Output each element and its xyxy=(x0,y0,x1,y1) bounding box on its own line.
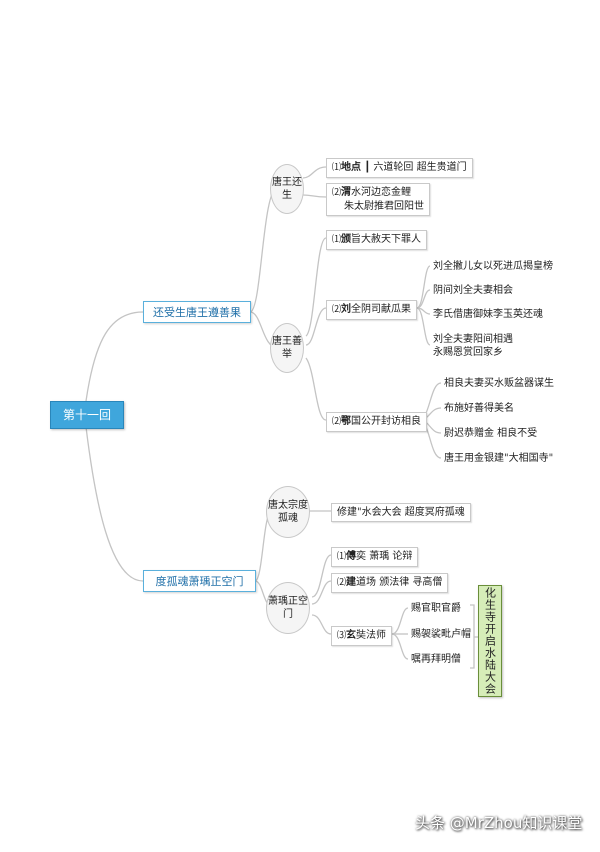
leaf-text: 相良夫妻买水贩盆器谋生 xyxy=(444,378,554,389)
group-label: 萧瑀正空门 xyxy=(268,596,308,620)
group-node-xiaoyu-zhengkongmen[interactable]: 萧瑀正空门 xyxy=(266,582,310,634)
leaf-item[interactable]: 尉迟恭赠金 相良不受 xyxy=(442,426,540,441)
item-jiandaochang[interactable]: ⑵建道场 颁法律 寻高僧 xyxy=(331,573,449,593)
leaf-text: 赐袈裟毗卢帽 xyxy=(411,629,471,640)
leaf-text: 李氏借唐御妹李玉英还魂 xyxy=(433,309,543,320)
item-head: 颁 xyxy=(341,234,352,245)
item-text: 水河边恋金鲤 xyxy=(351,187,412,198)
leaf-item[interactable]: 布施好善得美名 xyxy=(442,401,516,416)
leaf-item[interactable]: 刘全夫妻阳间相遇 永赐恩赏回家乡 xyxy=(431,332,515,360)
leaf-text: 刘全撇儿女以死进瓜揭皇榜 xyxy=(433,261,553,272)
item-text: ┃ 六道轮回 超生贵道门 xyxy=(364,162,467,173)
item-fuyi[interactable]: ⑴傅奕 萧瑀 论辩 xyxy=(331,547,419,567)
leaf-item[interactable]: 刘全撇儿女以死进瓜揭皇榜 xyxy=(431,259,555,274)
item-number: ⑴ xyxy=(332,235,342,245)
group-label: 唐王还生 xyxy=(272,177,302,201)
item-head: 建 xyxy=(346,577,357,588)
leaf-text: 刘全夫妻阳间相遇 xyxy=(433,334,513,345)
item-xuanzang[interactable]: ⑶玄奘法师 xyxy=(331,626,393,646)
item-text: 道场 颁法律 寻高僧 xyxy=(356,577,443,588)
item-xiujian-shuihui[interactable]: 修建"水会大会 超度冥府孤魂 xyxy=(331,503,471,522)
branch-node-1[interactable]: 还受生唐王遵善果 xyxy=(143,301,251,323)
item-number: ⑴ xyxy=(337,552,347,562)
group-label: 唐太宗度孤魂 xyxy=(268,500,308,524)
callout-text: 化生寺开启水陆大会 xyxy=(483,587,497,695)
callout-box[interactable]: 化生寺开启水陆大会 xyxy=(478,585,502,697)
item-number: ⑵ xyxy=(332,188,342,198)
item-text: 全阴司献瓜果 xyxy=(351,304,412,315)
item-text: 旨大赦天下罪人 xyxy=(351,234,422,245)
group-node-taizong-duguhun[interactable]: 唐太宗度孤魂 xyxy=(266,486,310,538)
root-label: 第十一回 xyxy=(62,407,111,422)
item-number: ⑶ xyxy=(337,631,347,641)
leaf-item[interactable]: 唐王用金银建"大相国寺" xyxy=(442,451,556,466)
leaf-text: 尉迟恭赠金 相良不受 xyxy=(444,428,538,439)
item-head: 玄 xyxy=(346,630,357,641)
leaf-item[interactable]: 嘱再拜明僧 xyxy=(409,652,463,667)
item-text: 国公开封访相良 xyxy=(351,416,422,427)
leaf-text-line2: 永赐恩赏回家乡 xyxy=(433,347,503,358)
leaf-text: 阴间刘全夫妻相会 xyxy=(433,285,513,296)
item-text: 修建"水会大会 超度冥府孤魂 xyxy=(337,507,465,518)
item-number: ⑴ xyxy=(332,163,342,173)
branch-node-2[interactable]: 度孤魂萧瑀正空门 xyxy=(143,570,256,592)
branch-label: 还受生唐王遵善果 xyxy=(153,305,241,319)
leaf-item[interactable]: 赐袈裟毗卢帽 xyxy=(409,627,473,642)
item-weishui[interactable]: ⑵渭水河边恋金鲤 朱太尉推君回阳世 xyxy=(326,183,430,216)
group-node-tangwang-huansheng[interactable]: 唐王还生 xyxy=(270,164,304,214)
item-number: ⑵ xyxy=(337,578,347,588)
group-label: 唐王善举 xyxy=(272,336,302,360)
item-didian[interactable]: ⑴地点 ┃ 六道轮回 超生贵道门 xyxy=(326,158,473,178)
leaf-text: 赐官职官爵 xyxy=(411,603,461,614)
item-head: 傅 xyxy=(346,551,357,562)
leaf-text: 唐王用金银建"大相国寺" xyxy=(444,453,554,464)
watermark-text: 头条 @MrZhou知识课堂 xyxy=(415,814,583,832)
root-node[interactable]: 第十一回 xyxy=(50,401,124,429)
item-text: 奕 萧瑀 论辩 xyxy=(356,551,413,562)
item-head: 渭 xyxy=(341,187,352,198)
item-head: 地点 xyxy=(341,162,362,173)
branch-label: 度孤魂萧瑀正空门 xyxy=(155,574,244,588)
item-head: 刘 xyxy=(341,304,352,315)
leaf-text: 嘱再拜明僧 xyxy=(411,654,461,665)
item-text: 奘法师 xyxy=(356,630,387,641)
item-text-line2: 朱太尉推君回阳世 xyxy=(344,201,424,212)
item-number: ⑵ xyxy=(332,305,342,315)
leaf-item[interactable]: 阴间刘全夫妻相会 xyxy=(431,283,515,298)
leaf-item[interactable]: 赐官职官爵 xyxy=(409,601,463,616)
item-number: ⑵ xyxy=(332,417,342,427)
item-ban[interactable]: ⑴颁旨大赦天下罪人 xyxy=(326,230,428,250)
item-head: 鄂 xyxy=(341,416,352,427)
leaf-item[interactable]: 李氏借唐御妹李玉英还魂 xyxy=(431,307,545,322)
leaf-text: 布施好善得美名 xyxy=(444,403,514,414)
item-eguogong[interactable]: ⑵鄂国公开封访相良 xyxy=(326,412,428,432)
group-node-tangwang-shanju[interactable]: 唐王善举 xyxy=(270,323,304,373)
item-liuquan[interactable]: ⑵刘全阴司献瓜果 xyxy=(326,300,418,320)
leaf-item[interactable]: 相良夫妻买水贩盆器谋生 xyxy=(442,376,556,391)
